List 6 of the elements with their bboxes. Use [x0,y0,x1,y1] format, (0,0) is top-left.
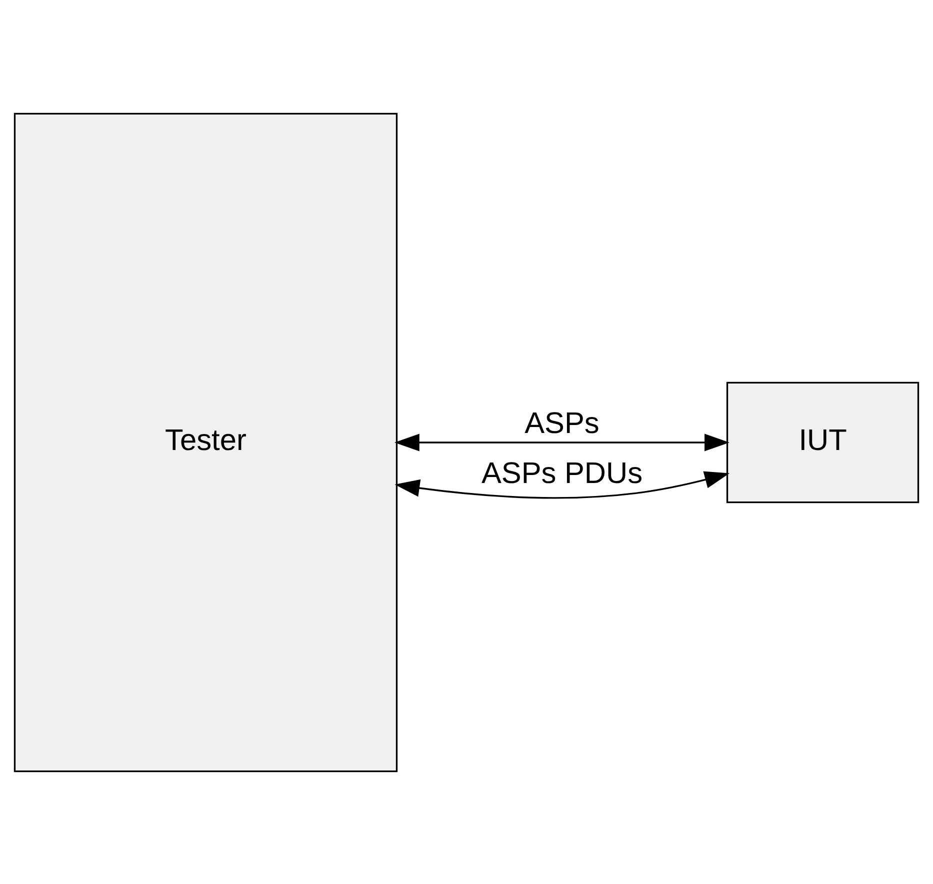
arrow [394,433,730,451]
arrow [394,470,730,498]
node-box: IUT [726,381,920,503]
node-box: Tester [14,112,398,772]
edge-label: ASPs [524,406,600,440]
edge-label: ASPs PDUs [481,456,643,490]
